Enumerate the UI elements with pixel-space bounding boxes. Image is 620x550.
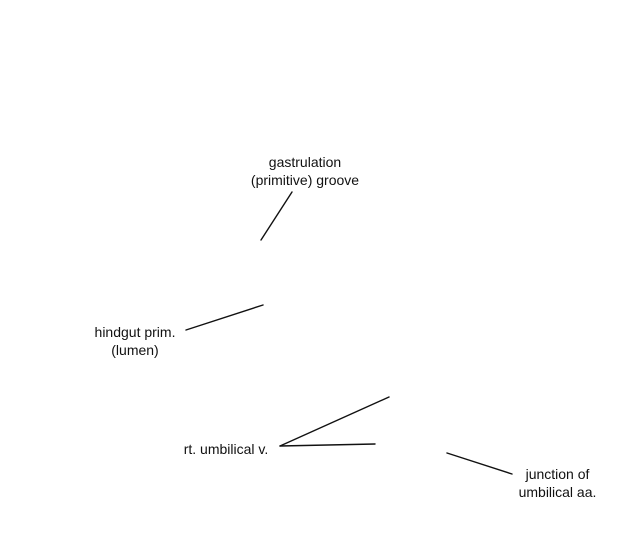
label-umbilical-arteries: junction of umbilical aa. (505, 465, 610, 501)
label-hindgut-line2: (lumen) (111, 342, 159, 358)
label-gastrulation-groove: gastrulation (primitive) groove (240, 153, 370, 189)
leader-line-umbilical-vein-upper (279, 396, 390, 447)
leader-line-hindgut (185, 304, 264, 331)
label-gastrulation-groove-line1: gastrulation (268, 154, 342, 170)
leader-line-umbilical-arteries (446, 452, 513, 475)
leader-line-gastrulation-groove (260, 191, 293, 241)
label-umbilical-arteries-line1: junction of (525, 466, 590, 482)
label-hindgut: hindgut prim. (lumen) (80, 323, 190, 359)
label-umbilical-vein-line1: rt. umbilical v. (183, 441, 269, 457)
label-umbilical-vein: rt. umbilical v. (176, 440, 276, 458)
label-umbilical-arteries-line2: umbilical aa. (518, 484, 597, 500)
label-gastrulation-groove-line2: (primitive) groove (250, 172, 360, 188)
label-hindgut-line1: hindgut prim. (94, 324, 176, 340)
leader-line-umbilical-vein-lower (279, 443, 376, 447)
